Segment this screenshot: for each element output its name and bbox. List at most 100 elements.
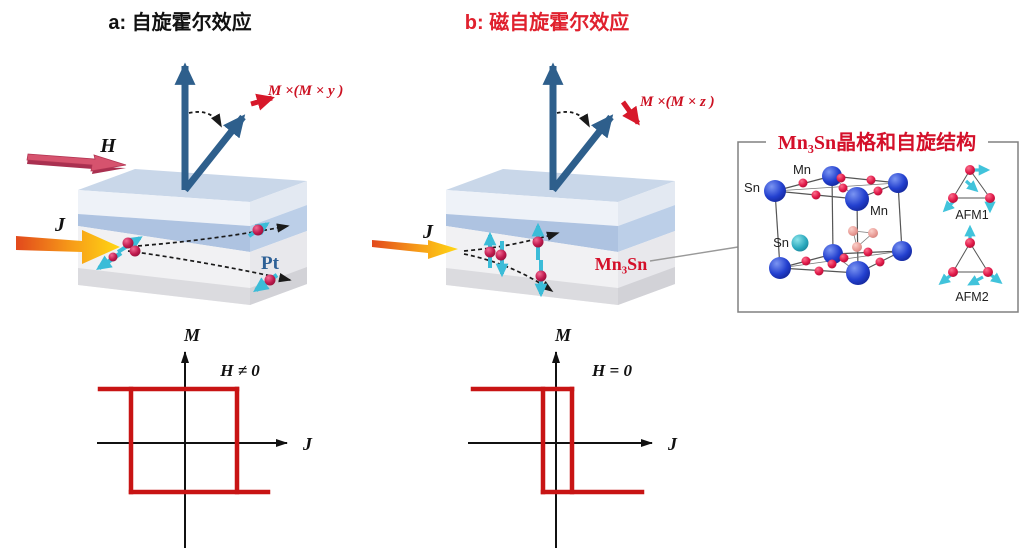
trajectory-up-b <box>463 231 560 252</box>
electron-low-a <box>264 274 276 286</box>
sn-atom <box>892 241 912 261</box>
j-arrow-a <box>16 230 120 264</box>
mn-atom <box>811 190 821 200</box>
hysteresis-chart-a: M J H ≠ 0 <box>97 325 313 548</box>
sn-center-atom <box>791 234 809 252</box>
electron-low-b <box>535 270 547 282</box>
sn-atom <box>845 187 869 211</box>
sn-atom <box>764 180 786 202</box>
m-tilted-arrow-b <box>550 114 614 193</box>
spin-arrow-cluster-down-a <box>96 251 123 271</box>
mn3sn-layer-label: Mn₃Sn <box>595 254 647 274</box>
afm2-triangle <box>952 242 989 273</box>
afm1-atom <box>948 193 958 203</box>
electron-cluster-1-b <box>484 246 496 258</box>
h-field-arrow: H <box>26 135 127 174</box>
magnetization-arrows-a: M ×(M × y ) <box>174 62 343 193</box>
afm2-atom <box>983 267 993 277</box>
mn-atom <box>866 175 876 185</box>
afm1-structure: AFM1 <box>942 164 996 222</box>
mn-middle-atom <box>868 228 878 238</box>
inset-connector-line <box>649 246 739 262</box>
chart-a-y-label: M <box>183 325 201 345</box>
mn-middle-atom <box>852 242 862 252</box>
box-b-interface-band-right <box>618 205 675 252</box>
box-b-bottom-band <box>446 268 618 305</box>
torque-label-b: M ×(M × z ) <box>639 94 715 110</box>
box-a-interface-band <box>78 214 250 252</box>
mn-atom <box>836 173 846 183</box>
m-tilted-arrow-a <box>182 114 246 193</box>
panel-a-title: a: 自旋霍尔效应 <box>108 10 251 34</box>
sn-atom <box>823 244 843 264</box>
electron-cluster-2-b <box>495 249 507 261</box>
chart-b-loop <box>470 386 645 495</box>
mn-atom <box>838 183 848 193</box>
afm2-spin-right-inner <box>967 275 984 286</box>
mn-middle-atom <box>848 226 858 236</box>
chart-b-y-label: M <box>554 325 572 345</box>
inset-title: Mn₃Sn晶格和自旋结构 <box>778 130 976 154</box>
afm2-structure: AFM2 <box>938 224 1003 304</box>
electrons-a <box>96 222 292 293</box>
panel-b-title: b: 磁自旋霍尔效应 <box>465 10 629 34</box>
inset-box: Mn₃Sn晶格和自旋结构 <box>737 128 1019 313</box>
j-current-arrow-b: J <box>372 221 458 259</box>
afm1-atom <box>985 193 995 203</box>
inset-border <box>737 141 1019 313</box>
sample-box-a: Pt <box>78 169 307 305</box>
afm1-triangle <box>952 169 991 199</box>
chart-b-x-label: J <box>667 434 678 454</box>
chart-a-loop <box>97 386 271 495</box>
electron-cluster-3-a <box>108 252 118 262</box>
sn-corner-label: Sn <box>744 180 760 195</box>
afm1-atom <box>965 165 975 175</box>
sn-atom <box>822 166 842 186</box>
h-arrow <box>26 153 127 172</box>
panel-a: a: 自旋霍尔效应 Pt M ×(M × y ) H <box>16 10 343 305</box>
afm2-spin-left <box>938 273 952 285</box>
mn-atom <box>863 247 873 257</box>
sn-atom <box>888 173 908 193</box>
mn-atom <box>814 266 824 276</box>
j-current-label-a: J <box>54 214 66 236</box>
mn-atom <box>875 257 885 267</box>
chart-a-x-label: J <box>302 434 313 454</box>
sn-atom <box>846 261 870 285</box>
j-current-arrow-a: J <box>16 214 120 264</box>
j-arrow-b <box>372 240 458 259</box>
hysteresis-chart-b: M J H = 0 <box>468 325 678 548</box>
chart-b-condition: H = 0 <box>591 361 632 380</box>
electrons-b <box>463 222 560 298</box>
mn-atom <box>873 186 883 196</box>
afm2-spin-right <box>989 272 1003 284</box>
afm1-label: AFM1 <box>955 208 988 222</box>
crystal-spheres <box>764 166 912 285</box>
electron-cluster-2-a <box>129 245 141 257</box>
box-b-bottom-band-right <box>618 267 675 305</box>
box-a-toplayer-right-face <box>250 181 307 226</box>
panel-b: b: 磁自旋霍尔效应 Mn₃Sn M ×(M × z ) J <box>372 10 715 305</box>
sn-atom <box>769 257 791 279</box>
mn-atom <box>798 178 808 188</box>
box-b-toplayer-right-face <box>618 181 675 226</box>
afm2-atom <box>965 238 975 248</box>
pt-layer-label: Pt <box>261 253 280 274</box>
mn-top-label: Mn <box>793 162 811 177</box>
torque-arrow-b <box>620 100 641 126</box>
box-a-bottom-band-right <box>250 267 307 305</box>
sn-center-label: Sn <box>773 235 789 250</box>
electron-mid-b <box>532 236 544 248</box>
afm2-label: AFM2 <box>955 290 988 304</box>
afm1-spin-center <box>964 179 979 193</box>
magnetization-arrows-b: M ×(M × z ) <box>542 62 715 193</box>
sample-box-b: Mn₃Sn <box>446 169 675 305</box>
mn-atom <box>801 256 811 266</box>
mn-atom <box>827 259 837 269</box>
electron-cluster-1-a <box>122 237 134 249</box>
crystal-structure <box>764 166 912 285</box>
inset-title-bg <box>766 128 988 155</box>
torque-arrow-a <box>250 93 275 111</box>
